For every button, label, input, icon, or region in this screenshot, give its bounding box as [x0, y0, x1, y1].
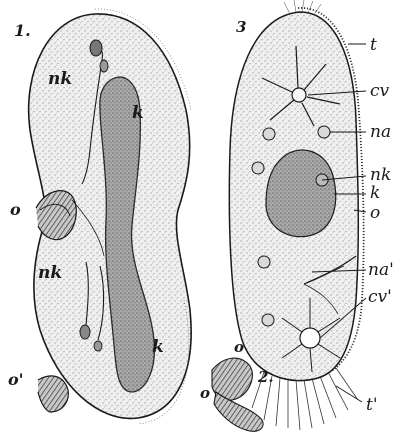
- fig1-number: 1.: [14, 21, 31, 40]
- figure-3: 3 t cv na nk k o na' cv' t': [229, 0, 393, 430]
- fig3-label-na-prime: na': [368, 260, 394, 280]
- fig1-label-nk-lower: nk: [38, 263, 62, 283]
- fig2-label-o-bottom: o: [200, 384, 210, 402]
- fig3-label-cv-prime: cv': [368, 287, 392, 307]
- fig3-label-o: o: [370, 203, 380, 223]
- fig3-number: 3: [236, 18, 246, 36]
- fig3-label-nk: nk: [370, 165, 391, 185]
- fig3-label-cv: cv: [370, 81, 390, 101]
- figure-1: 1. nk k o nk o' k: [8, 9, 191, 424]
- fig3-label-t: t: [370, 35, 377, 55]
- fig1-label-o-lower: o': [8, 370, 24, 389]
- fig1-label-nk-upper: nk: [48, 69, 72, 89]
- fig1-label-k-upper: k: [132, 103, 144, 123]
- fig1-label-k-lower: k: [152, 337, 164, 357]
- fig1-label-o-upper: o: [10, 200, 21, 219]
- fig1-oral-groove-lower: [38, 376, 68, 412]
- fig3-label-na: na: [370, 122, 391, 142]
- fig3-label-k: k: [370, 183, 380, 203]
- fig3-label-t-prime: t': [366, 395, 378, 415]
